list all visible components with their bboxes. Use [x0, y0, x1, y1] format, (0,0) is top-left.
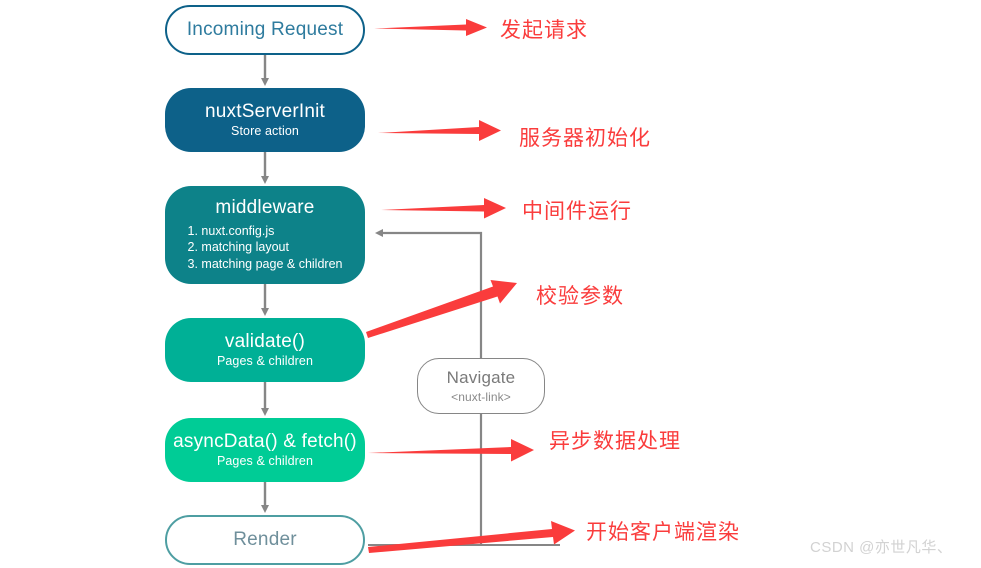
middleware-step-3: 3. matching page & children	[187, 257, 343, 272]
node-async-data-fetch-subtitle: Pages & children	[216, 454, 314, 469]
annotation-request: 发起请求	[500, 19, 588, 42]
node-validate-title: validate()	[224, 330, 306, 352]
node-validate[interactable]: validate() Pages & children	[165, 318, 365, 382]
annotation-arrows	[366, 19, 575, 553]
annotation-async-data: 异步数据处理	[549, 430, 681, 453]
arrow-to-client-render	[368, 521, 575, 553]
node-middleware[interactable]: middleware 1. nuxt.config.js 2. matching…	[165, 186, 365, 284]
node-validate-subtitle: Pages & children	[216, 354, 314, 369]
middleware-step-2: 2. matching layout	[187, 240, 289, 255]
arrow-to-server-init	[378, 120, 501, 141]
annotation-validate: 校验参数	[536, 285, 624, 308]
node-render[interactable]: Render	[165, 515, 365, 565]
node-nuxt-server-init-subtitle: Store action	[231, 124, 299, 139]
csdn-watermark: CSDN @亦世凡华、	[810, 539, 953, 556]
node-navigate[interactable]: Navigate <nuxt-link>	[417, 358, 545, 414]
arrow-to-request	[374, 19, 487, 36]
node-async-data-fetch[interactable]: asyncData() & fetch() Pages & children	[165, 418, 365, 482]
annotation-client-render: 开始客户端渲染	[586, 521, 740, 544]
node-async-data-fetch-title: asyncData() & fetch()	[173, 430, 357, 452]
annotation-middleware: 中间件运行	[522, 200, 632, 223]
node-nuxt-server-init[interactable]: nuxtServerInit Store action	[165, 88, 365, 152]
node-incoming-request-title: Incoming Request	[186, 19, 344, 41]
node-nuxt-server-init-title: nuxtServerInit	[204, 100, 326, 122]
node-render-title: Render	[233, 529, 297, 551]
node-incoming-request[interactable]: Incoming Request	[165, 5, 365, 55]
arrow-to-async-data	[368, 439, 534, 462]
arrow-to-validate	[366, 280, 517, 338]
middleware-step-1: 1. nuxt.config.js	[187, 223, 275, 238]
arrow-to-middleware	[381, 198, 506, 219]
node-middleware-steps: 1. nuxt.config.js 2. matching layout 3. …	[188, 223, 343, 274]
node-navigate-title: Navigate	[446, 368, 516, 388]
node-navigate-subtitle: <nuxt-link>	[451, 389, 511, 404]
annotation-server-init: 服务器初始化	[519, 127, 651, 150]
node-middleware-title: middleware	[215, 196, 315, 218]
